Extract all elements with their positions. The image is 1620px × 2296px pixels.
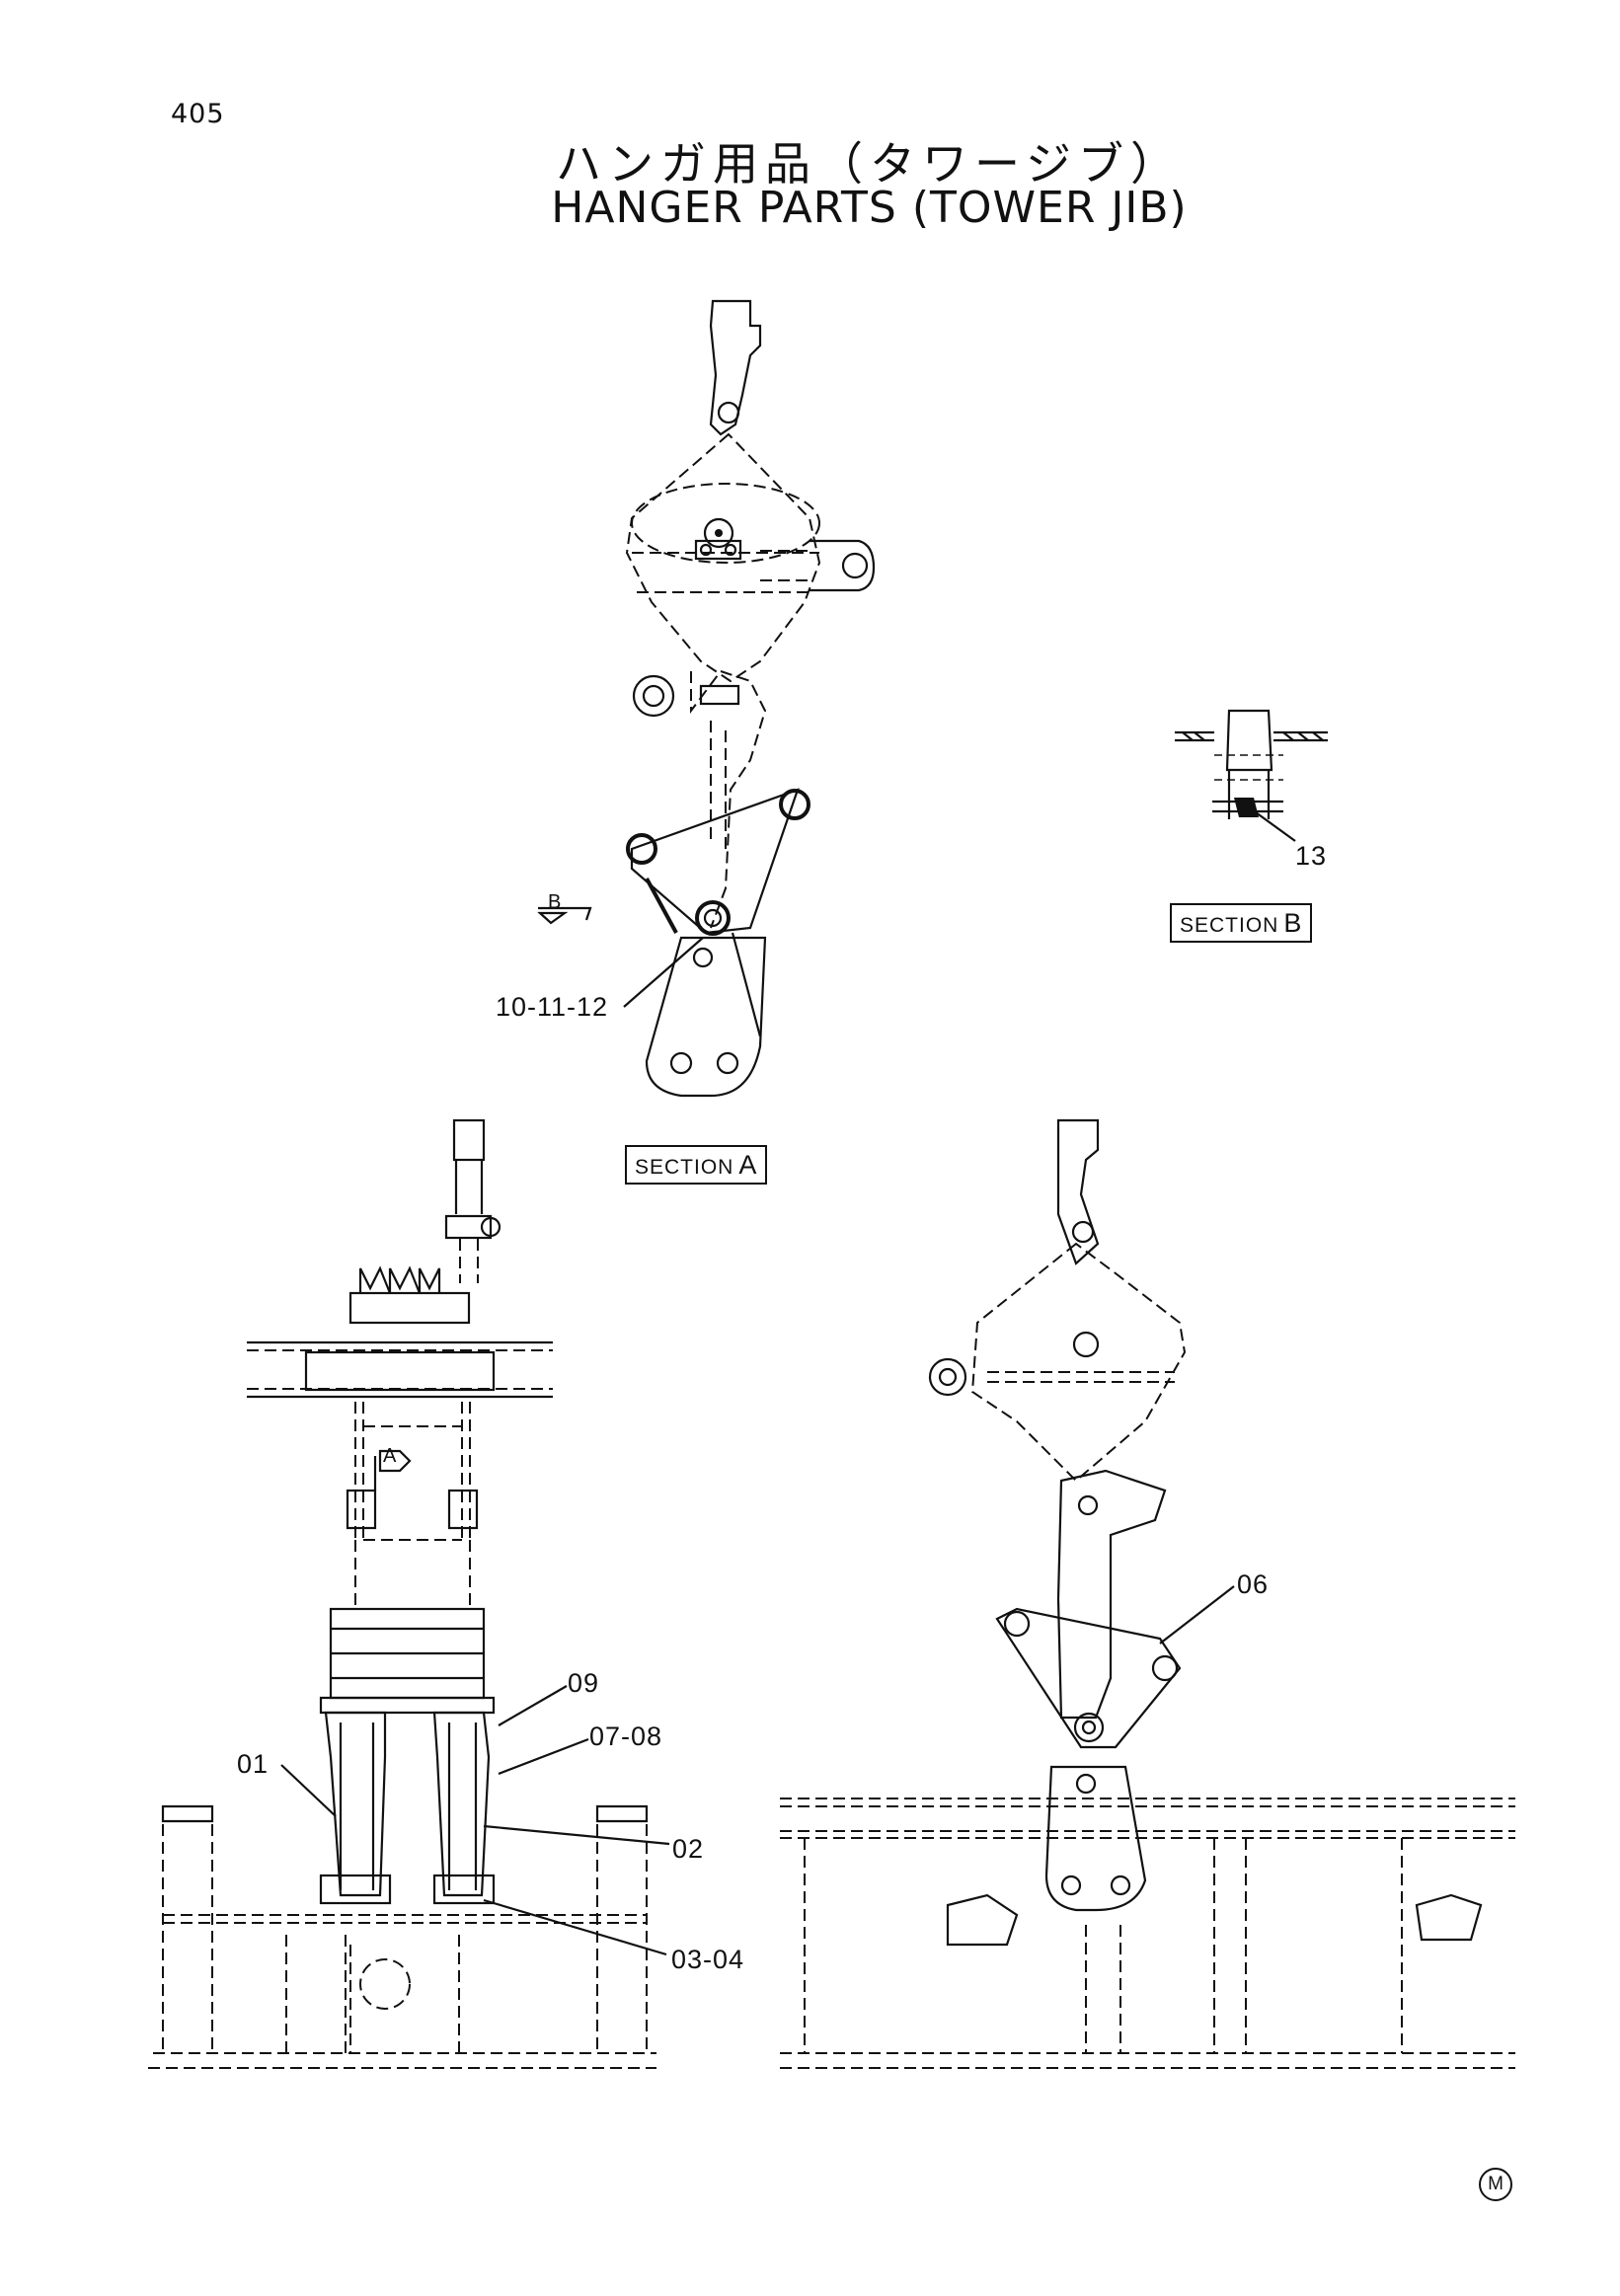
section-b-label-text: SECTION bbox=[1180, 914, 1279, 937]
leader-line-06 bbox=[1159, 1585, 1235, 1645]
title-english: HANGER PARTS (TOWER JIB) bbox=[551, 183, 1188, 233]
callout-01: 01 bbox=[237, 1749, 270, 1779]
view-b-marker bbox=[537, 906, 592, 925]
view-b-letter: B bbox=[548, 891, 563, 913]
callout-10-11-12: 10-11-12 bbox=[496, 992, 609, 1022]
callout-06: 06 bbox=[1237, 1569, 1270, 1599]
callout-09: 09 bbox=[568, 1668, 600, 1698]
leader-line-10-11-12 bbox=[623, 937, 704, 1008]
callout-07-08: 07-08 bbox=[589, 1722, 663, 1751]
top-hanger-assembly bbox=[625, 299, 876, 1098]
view-a-marker bbox=[373, 1449, 412, 1491]
callout-13: 13 bbox=[1295, 841, 1328, 871]
bottom-left-view bbox=[148, 1118, 656, 2069]
callout-03-04: 03-04 bbox=[671, 1945, 745, 1974]
section-b-letter: B bbox=[1283, 908, 1303, 938]
maker-mark: M bbox=[1479, 2168, 1512, 2201]
bottom-right-view bbox=[780, 1118, 1515, 2069]
bottom-left-leaders bbox=[280, 1685, 670, 1956]
section-a-label-text: SECTION bbox=[635, 1156, 734, 1179]
page-number: 405 bbox=[171, 99, 225, 129]
section-a-letter: A bbox=[738, 1150, 758, 1180]
section-b-detail bbox=[1175, 709, 1328, 842]
title-japanese: ハンガ用品（タワージブ） bbox=[555, 137, 1184, 191]
view-a-letter: A bbox=[383, 1445, 398, 1467]
callout-02: 02 bbox=[672, 1834, 705, 1864]
